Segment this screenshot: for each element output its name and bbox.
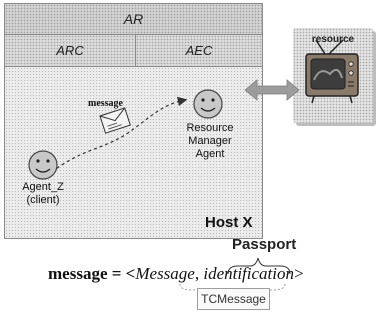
host-x-label: Host X: [205, 214, 253, 231]
passport-label: Passport: [232, 236, 297, 253]
tcmessage-brace: [179, 283, 196, 291]
message-envelope-icon: [99, 107, 131, 134]
resource-title: resource: [311, 34, 355, 45]
resource-manager-smiley-icon: [193, 89, 223, 119]
ar-label: AR: [123, 11, 144, 27]
aec-layer: AEC: [136, 35, 262, 67]
client-agent-role: (client): [26, 194, 60, 206]
formula-lhs: message = <: [48, 264, 136, 283]
host-x-box: AR ARC AEC: [4, 3, 263, 239]
passport-brace: [227, 257, 291, 275]
arc-label: ARC: [56, 43, 84, 58]
resource-manager-label: Resource Manager Agent: [175, 122, 245, 161]
formula-identification-term: identification: [203, 264, 294, 283]
client-agent-name: Agent_Z: [22, 181, 64, 193]
migration-path: [51, 96, 188, 173]
tcmessage-box: TCMessage: [197, 288, 270, 310]
arc-layer: ARC: [5, 35, 136, 67]
aec-label: AEC: [185, 43, 213, 58]
tv-icon: [305, 39, 359, 104]
client-smiley-icon: [28, 150, 58, 180]
bidirectional-arrow-icon: [244, 79, 300, 101]
message-label: message: [88, 98, 123, 109]
formula-message-term: Message: [135, 264, 195, 283]
formula-separator: ,: [194, 264, 204, 283]
tcmessage-label: TCMessage: [201, 292, 266, 306]
client-agent-label: Agent_Z (client): [12, 181, 74, 207]
message-formula: message = <Message, identification>: [48, 264, 304, 284]
resource-manager-line2: Manager Agent: [188, 135, 232, 160]
resource-manager-line1: Resource: [186, 122, 234, 134]
ar-layer: AR: [5, 4, 262, 35]
tcmessage-brace-right: [270, 283, 286, 291]
formula-close: >: [294, 264, 304, 283]
